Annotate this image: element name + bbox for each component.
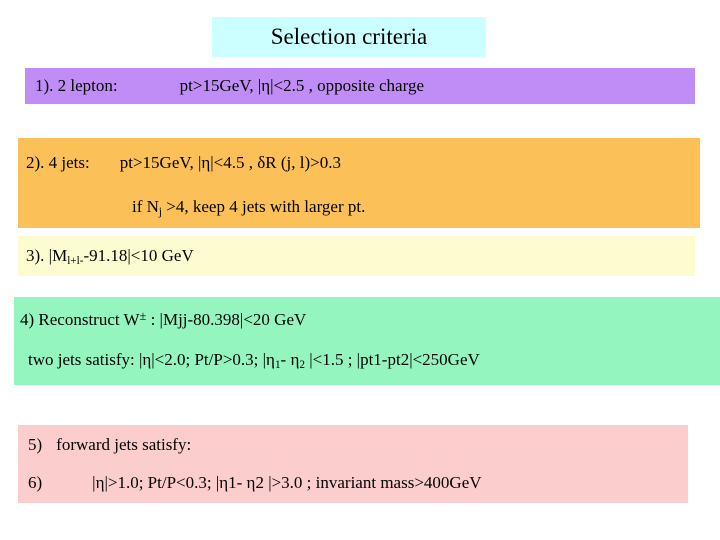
criterion-jets-note: if Nj >4, keep 4 jets with larger pt. [132, 192, 365, 222]
criterion-row-jets: 2). 4 jets: pt>15GeV, |η|<4.5 , δR (j, l)… [18, 138, 700, 228]
criterion-jets-note-subscript: j [158, 206, 163, 219]
criterion-w-suffix: : |Mjj-80.398|<20 GeV [146, 310, 307, 329]
criterion-forward-jets-number: 5) [28, 435, 43, 454]
criterion-w-detail-sub1: 1 [274, 359, 281, 372]
criterion-jets-cuts: pt>15GeV, |η|<4.5 , δR (j, l)>0.3 [119, 153, 341, 172]
criterion-row-z-mass: 3). |Ml+l--91.18|<10 GeV [18, 236, 695, 276]
criterion-forward-jets-text: forward jets satisfy: [56, 435, 192, 454]
criterion-w-detail-sub2: 2 [299, 359, 305, 372]
criterion-w-detail-prefix: two jets satisfy: |η|<2.0; Pt/P>0.3; |η [28, 350, 275, 369]
criterion-jets-line: 2). 4 jets: pt>15GeV, |η|<4.5 , δR (j, l)… [26, 146, 341, 180]
criterion-w-detail-line: two jets satisfy: |η|<2.0; Pt/P>0.3; |η1… [28, 343, 480, 377]
criterion-jets-note-prefix: if N [132, 197, 159, 216]
criterion-w-superscript: ± [139, 308, 147, 323]
criterion-z-mass-line: 3). |Ml+l--91.18|<10 GeV [26, 236, 194, 276]
criterion-w-prefix: 4) Reconstruct W [20, 310, 140, 329]
criterion-jets-note-suffix: >4, keep 4 jets with larger pt. [162, 197, 366, 216]
title-banner: Selection criteria [212, 17, 486, 57]
criterion-row-w-reconstruction: 4) Reconstruct W± : |Mjj-80.398|<20 GeV … [14, 297, 720, 385]
criterion-row-forward-jets: 5) forward jets satisfy: 6) |η|>1.0; Pt/P<… [18, 425, 688, 503]
criterion-jets-label: 2). 4 jets: [26, 153, 90, 172]
criterion-w-line: 4) Reconstruct W± : |Mjj-80.398|<20 GeV [20, 303, 306, 337]
criterion-lepton-cuts: pt>15GeV, |η|<2.5 , opposite charge [179, 76, 424, 95]
criterion-w-detail-suffix: |<1.5 ; |pt1-pt2|<250GeV [304, 350, 480, 369]
criterion-row-lepton: 1). 2 lepton: pt>15GeV, |η|<2.5 , opposit… [25, 68, 695, 104]
criterion-z-mass-prefix: 3). |M [26, 246, 68, 265]
criterion-forward-jets-cuts-line: 6) |η|>1.0; Pt/P<0.3; |η1- η2 |>3.0 ; inv… [28, 467, 482, 499]
criterion-forward-jets-cuts-number: 6) [28, 473, 43, 492]
criterion-z-mass-subscript: l+l- [67, 255, 84, 268]
criterion-forward-jets-line: 5) forward jets satisfy: [28, 429, 191, 461]
criterion-forward-jets-cuts-text: |η|>1.0; Pt/P<0.3; |η1- η2 |>3.0 ; invar… [92, 473, 482, 492]
criterion-lepton-line: 1). 2 lepton: pt>15GeV, |η|<2.5 , opposit… [35, 68, 424, 104]
criterion-lepton-label: 1). 2 lepton: [35, 76, 118, 95]
criterion-w-detail-mid: - η [280, 350, 300, 369]
page-title: Selection criteria [270, 24, 428, 49]
criterion-z-mass-suffix: -91.18|<10 GeV [83, 246, 194, 265]
